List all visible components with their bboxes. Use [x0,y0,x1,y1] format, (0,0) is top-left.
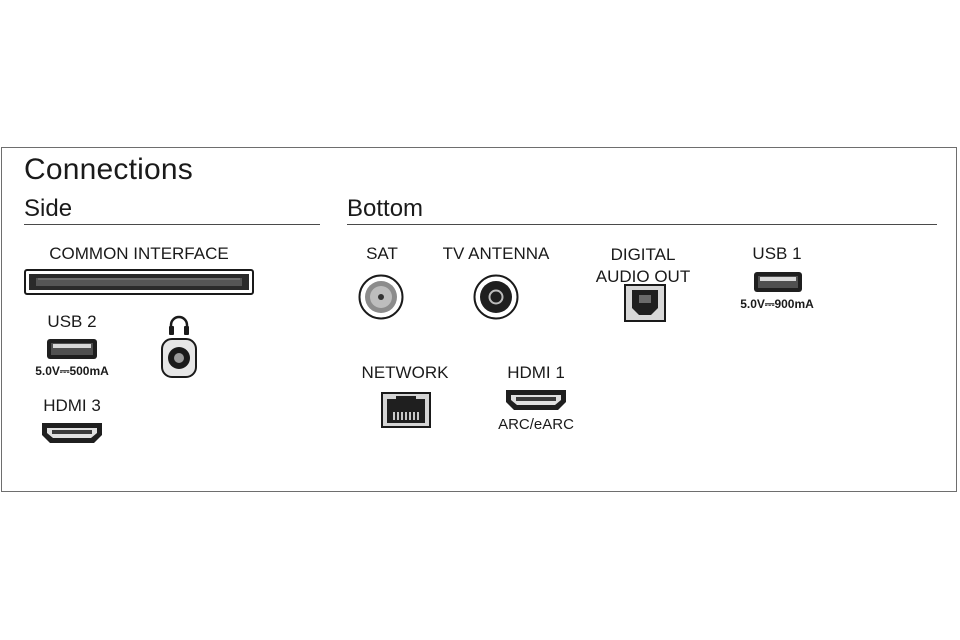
digital-audio-out-label: DIGITAL AUDIO OUT [585,244,701,288]
hdmi1-arc-note: ARC/eARC [498,416,574,433]
usb1-spec: 5.0V⎓900mA [740,297,814,311]
hdmi-port-icon [504,388,568,412]
hdmi-port-icon [40,421,104,445]
headphone-jack-icon [161,338,197,378]
headphones-icon [167,314,191,336]
hdmi3-label: HDMI 3 [43,396,101,415]
side-divider [24,224,320,225]
digital-audio-out-label-line1: DIGITAL [610,245,676,264]
antenna-connector-icon [473,274,519,320]
common-interface-slot-icon [24,269,254,295]
usb-port-icon [753,271,803,293]
optical-audio-port-icon [624,284,666,322]
ethernet-port-icon [381,392,431,428]
bottom-section-heading: Bottom [347,195,424,222]
usb-port-icon [46,338,98,360]
connections-panel: Connections Side Bottom COMMON INTERFACE… [1,147,957,492]
network-label: NETWORK [361,363,449,382]
sat-label: SAT [366,244,398,263]
usb2-spec: 5.0V⎓500mA [35,364,109,378]
common-interface-label: COMMON INTERFACE [49,244,229,263]
tv-antenna-label: TV ANTENNA [442,244,550,263]
side-section-heading: Side [24,195,73,222]
digital-audio-out-label-line2: AUDIO OUT [595,267,691,286]
usb1-label: USB 1 [752,244,802,263]
page-title: Connections [24,153,193,186]
hdmi1-label: HDMI 1 [507,363,565,382]
usb2-label: USB 2 [47,312,97,331]
bottom-divider [347,224,937,225]
satellite-connector-icon [358,274,404,320]
